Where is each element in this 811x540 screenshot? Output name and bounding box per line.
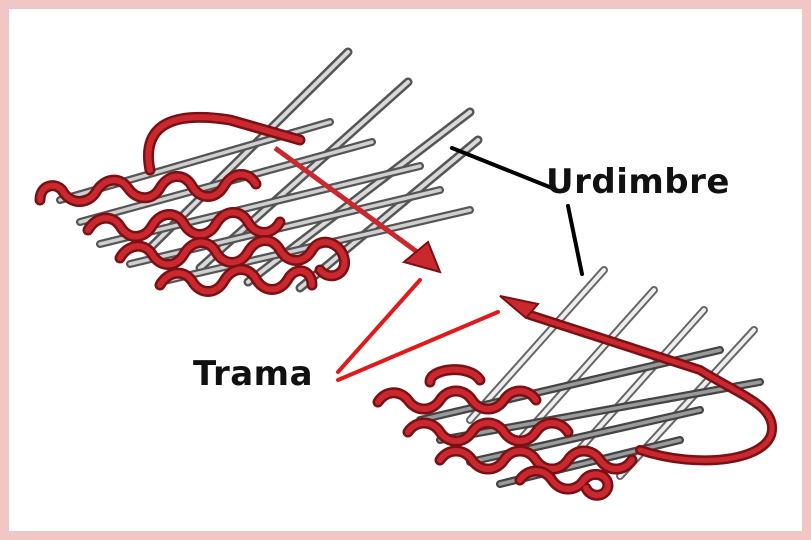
warp-label: Urdimbre (546, 162, 730, 202)
fabric-top-left (40, 52, 478, 292)
weft-pointer-lines (338, 280, 498, 380)
fabric-bottom-right (378, 270, 772, 495)
weft-label: Trama (193, 354, 313, 394)
